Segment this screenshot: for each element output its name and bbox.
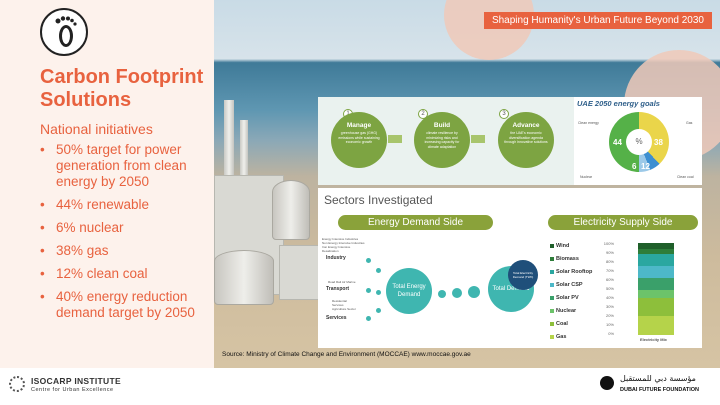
x-axis-label: Electricity Mix xyxy=(640,337,667,342)
stacked-bar-wind xyxy=(638,243,674,249)
transport-sublabels: Road Rail Air Marine xyxy=(328,280,356,284)
legend-solar-rooftop: Solar Rooftop xyxy=(550,269,592,275)
arrow-right-icon xyxy=(388,135,402,143)
step-desc: climate resilience by minimizing risks a… xyxy=(424,131,460,149)
bullet-item: 44% renewable xyxy=(40,197,212,213)
isocarp-name: ISOCARP INSTITUTE xyxy=(31,376,121,386)
tank xyxy=(272,180,310,240)
sector-industry: Industry xyxy=(326,255,346,261)
label-nuclear: Nuclear xyxy=(580,175,593,179)
slide-title: Carbon Footprint Solutions xyxy=(40,66,204,111)
stacked-bar-solar-rooftop xyxy=(638,254,674,266)
bullet-item: 12% clean coal xyxy=(40,266,212,282)
demand-side-pill: Energy Demand Side xyxy=(338,215,493,230)
footprint-logo xyxy=(40,8,88,56)
label-gas: Gas xyxy=(686,121,693,125)
stacked-bar-coal xyxy=(638,298,674,316)
services-sublabels: Residential Services Agriculture Sector xyxy=(332,299,356,311)
isocarp-subtitle: Centre for Urban Excellence xyxy=(31,387,114,393)
stacked-bar-gas xyxy=(638,316,674,335)
flow-dot xyxy=(366,316,371,321)
legend-wind: Wind xyxy=(550,243,569,249)
dff-logo-icon xyxy=(600,376,614,390)
bullet-item: 40% energy reduction demand target by 20… xyxy=(40,289,212,321)
sectors-card: Sectors Investigated Energy Demand Side … xyxy=(318,188,702,348)
climate-steps-card: 1 Manage greenhouse gas (GHG) emissions … xyxy=(318,97,574,185)
step-title: Advance xyxy=(512,122,540,129)
sector-transport: Transport xyxy=(326,286,350,292)
legend-gas: Gas xyxy=(550,334,566,340)
energy-goals-title: UAE 2050 energy goals xyxy=(577,99,660,108)
y-tick: 10% xyxy=(605,322,614,327)
stacked-bar-nuclear xyxy=(638,290,674,298)
dff-english-name: DUBAI FUTURE FOUNDATION xyxy=(620,387,700,393)
legend-solar-pv: Solar PV xyxy=(550,295,579,301)
y-tick: 90% xyxy=(605,250,614,255)
step-build: Build climate resilience by minimizing r… xyxy=(414,112,470,168)
value-coal: 12 xyxy=(641,162,650,171)
source-caption: Source: Ministry of Climate Change and E… xyxy=(222,351,471,358)
bullet-item: 38% gas xyxy=(40,243,212,259)
banner-tagline: Shaping Humanity's Urban Future Beyond 2… xyxy=(483,12,712,29)
bullet-list: 50% target for power generation from cle… xyxy=(40,142,212,328)
step-manage: Manage greenhouse gas (GHG) emissions wh… xyxy=(331,112,387,168)
step-number: 3 xyxy=(499,109,509,119)
dff-arabic-name: مؤسسة دبي للمستقبل xyxy=(620,374,696,383)
label-clean: Clean energy xyxy=(578,121,599,125)
flow-dot xyxy=(366,258,371,263)
legend-coal: Coal xyxy=(550,321,568,327)
y-tick: 70% xyxy=(605,268,614,273)
step-advance: Advance the UAE's economic diversificati… xyxy=(498,112,554,168)
value-gas: 38 xyxy=(654,138,663,147)
value-nuclear: 6 xyxy=(632,162,637,171)
decor-circle xyxy=(444,0,534,60)
step-title: Manage xyxy=(346,122,372,129)
donut-center: % xyxy=(626,129,652,155)
supply-side-pill: Electricity Supply Side xyxy=(548,215,698,230)
total-energy-demand-bubble: Total Energy Demand xyxy=(386,268,432,314)
flow-dot xyxy=(376,268,381,273)
y-tick: 60% xyxy=(605,277,614,282)
step-desc: the UAE's economic diversification agend… xyxy=(504,131,548,144)
arrow-right-icon xyxy=(471,135,485,143)
flow-dot xyxy=(376,290,381,295)
y-tick: 80% xyxy=(605,259,614,264)
electricity-demand-wedge: Total Electricity Demand (TWh) xyxy=(508,260,538,290)
flow-dot xyxy=(438,290,446,298)
legend-solar-csp: Solar CSP xyxy=(550,282,583,288)
stacked-bar-biomass xyxy=(638,249,674,254)
legend-nuclear: Nuclear xyxy=(550,308,576,314)
flow-dot xyxy=(452,288,462,298)
bullet-item: 6% nuclear xyxy=(40,220,212,236)
y-tick: 30% xyxy=(605,304,614,309)
sectors-title: Sectors Investigated xyxy=(324,193,433,207)
footprint-icon xyxy=(55,16,77,47)
flow-dot xyxy=(366,288,371,293)
tank xyxy=(214,250,274,305)
step-title: Build xyxy=(433,122,451,129)
legend-biomass: Biomass xyxy=(550,256,579,262)
y-tick: 50% xyxy=(605,286,614,291)
bullet-item: 50% target for power generation from cle… xyxy=(40,142,212,190)
slide-subtitle: National initiatives xyxy=(40,121,153,137)
stacked-bar-solar-pv xyxy=(638,278,674,290)
y-tick: 40% xyxy=(605,295,614,300)
step-desc: greenhouse gas (GHG) emissions while sus… xyxy=(338,131,380,144)
sector-services: Services xyxy=(326,315,347,321)
flow-dot xyxy=(468,286,480,298)
label-coal: Clean coal xyxy=(677,175,694,179)
value-clean: 44 xyxy=(613,138,622,147)
y-tick: 20% xyxy=(605,313,614,318)
isocarp-logo-icon xyxy=(9,376,25,392)
energy-goals-card: UAE 2050 energy goals % 44 38 6 12 Clean… xyxy=(574,97,702,185)
flow-dot xyxy=(376,308,381,313)
building xyxy=(279,245,319,300)
footer: ISOCARP INSTITUTE Centre for Urban Excel… xyxy=(0,368,720,405)
left-panel: Carbon Footprint Solutions National init… xyxy=(0,0,214,368)
y-tick: 0% xyxy=(608,331,614,336)
industry-sublabels: Energy Intensive Industries Non Energy I… xyxy=(322,237,365,253)
stacked-bar-solar-csp xyxy=(638,266,674,278)
y-tick: 100% xyxy=(603,241,614,246)
